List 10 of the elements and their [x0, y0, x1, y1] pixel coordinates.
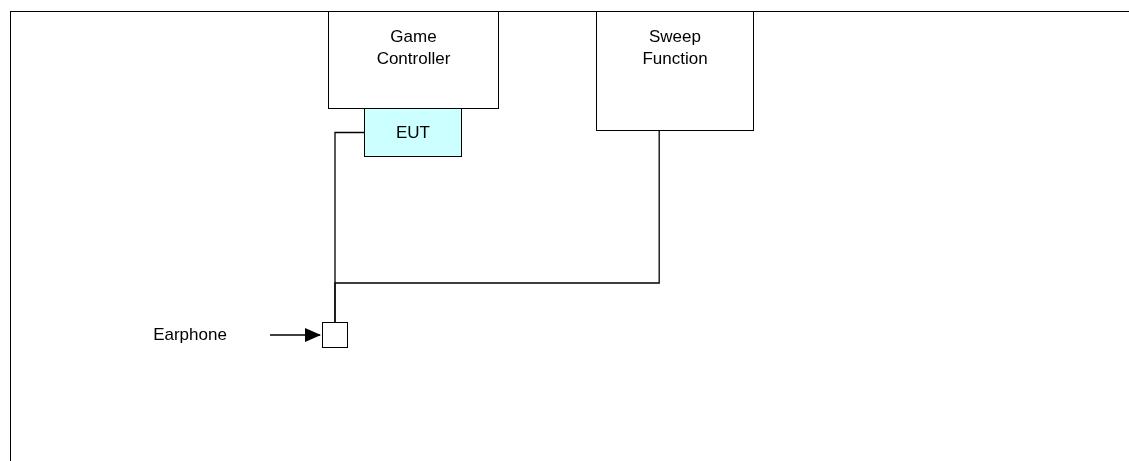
process-box	[364, 108, 462, 157]
node-text: Earphone	[153, 324, 227, 346]
node-text: EUT	[396, 121, 430, 144]
earphone-box	[322, 322, 348, 348]
node-text: Game Controller	[375, 26, 452, 70]
process-box	[596, 11, 754, 131]
process-box	[328, 11, 499, 109]
node-text: Sweep Function	[641, 26, 709, 70]
arrow	[269, 328, 321, 342]
connector-line	[334, 130, 660, 323]
